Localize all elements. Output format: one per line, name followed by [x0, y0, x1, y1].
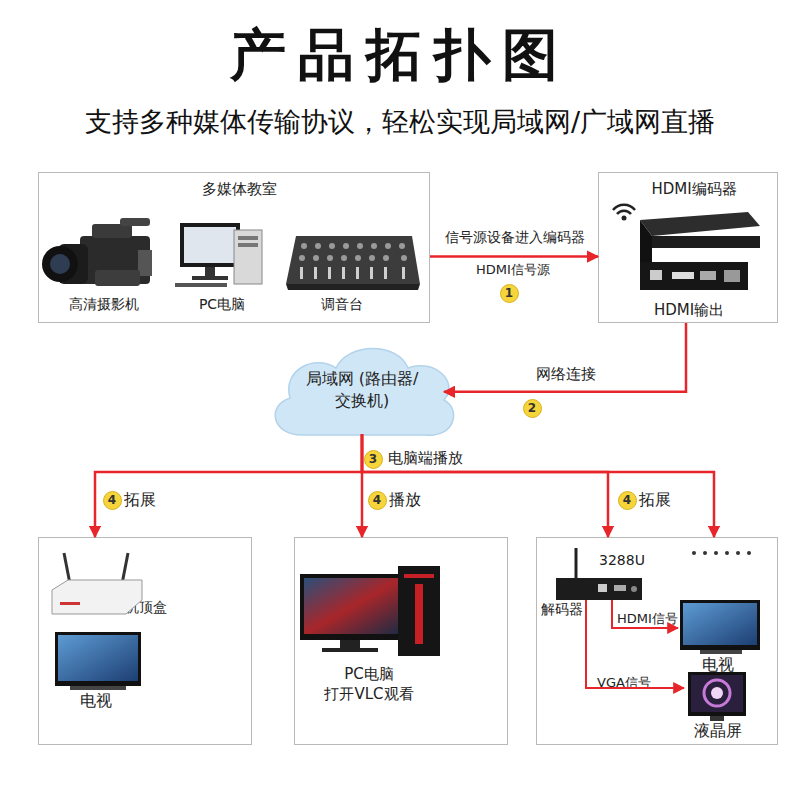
arrow-connector: [95, 434, 362, 537]
device-label: PC电脑: [167, 295, 277, 314]
decoder-box: 3288U 解码器 HDMI信号电视 VGA信号液晶屏: [536, 537, 778, 745]
edge-label: 网络连接: [516, 365, 616, 385]
pc-player-box: PC电脑 打开VLC观看: [294, 537, 508, 745]
lan-cloud: 局域网 (路由器/交换机): [262, 338, 462, 450]
pc-illustration: [300, 566, 440, 656]
edge-label: 信号源设备进入编码器: [430, 228, 600, 246]
device-label: 解码器: [535, 600, 589, 619]
edge-label: 播放: [389, 490, 449, 511]
arrow-connector: [361, 434, 364, 537]
edge-label: 拓展: [639, 490, 699, 511]
port-label: HDMI输出: [619, 300, 759, 320]
callout-number: 4: [618, 491, 637, 510]
arrow-connector: [444, 323, 686, 392]
signal-label: VGA信号: [597, 674, 677, 692]
device-label: PC电脑 打开VLC观看: [309, 664, 429, 705]
box-heading: HDMI编码器: [619, 179, 769, 199]
tv-illustration: [55, 632, 141, 690]
box-heading: 多媒体教室: [159, 179, 319, 199]
subtitle: 支持多种媒体传输协议，轻松实现局域网/广域网直播: [0, 104, 800, 139]
device-label: 液晶屏: [683, 720, 753, 742]
callout-number: 1: [500, 284, 519, 303]
note-label: 电脑端播放: [388, 449, 508, 469]
device-label: 高清摄影机: [49, 295, 159, 314]
ellipsis-dots: [692, 551, 751, 555]
callout-number: 3: [364, 450, 383, 469]
encoder-illustration: [613, 205, 760, 290]
callout-number: 2: [523, 399, 542, 418]
arrow-connector: [430, 255, 598, 258]
device-label: 网络机顶盒: [97, 598, 197, 617]
device-label: 调音台: [287, 295, 397, 314]
signal-label: HDMI信号源: [458, 262, 568, 279]
arrow-connector: [362, 434, 608, 537]
mixer-illustration: [286, 236, 420, 290]
settop-box: 网络机顶盒电视: [38, 537, 252, 745]
camera-illustration: [42, 218, 152, 286]
edge-label: 拓展: [124, 490, 184, 511]
monitor-illustration: [688, 672, 746, 721]
encoder-box: HDMI编码器 HDMI输出: [598, 172, 778, 323]
cloud-outline: [275, 349, 453, 436]
arrow-connector: [362, 434, 714, 537]
device-label: 电视: [683, 654, 753, 676]
signal-label: HDMI信号: [617, 610, 697, 628]
classroom-box: 多媒体教室高清摄影机 PC电脑调音台: [38, 172, 430, 323]
callout-number: 4: [368, 491, 387, 510]
decoder-illustration: [556, 548, 684, 688]
pc-illustration: [175, 223, 262, 287]
model-label: 3288U: [599, 551, 669, 570]
cloud-label: 局域网 (路由器/交换机): [292, 368, 432, 411]
diagram-title: 产品拓扑图: [0, 18, 800, 94]
device-label: 电视: [61, 690, 131, 712]
callout-number: 4: [103, 491, 122, 510]
tv-illustration: [680, 600, 760, 654]
settop-illustration: [52, 553, 142, 614]
